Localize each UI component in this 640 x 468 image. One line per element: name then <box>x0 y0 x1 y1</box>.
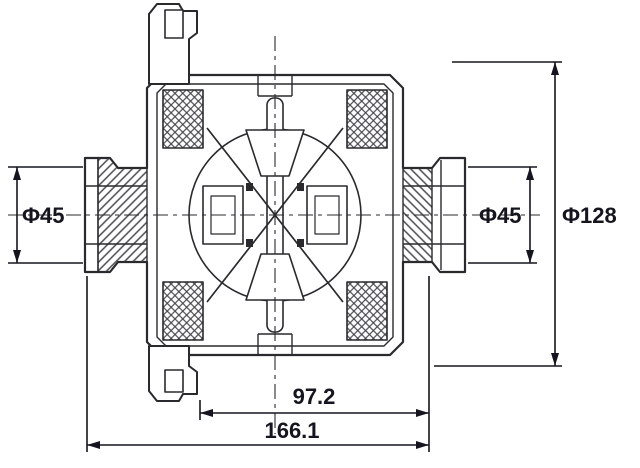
snap-ring-mark <box>297 183 304 191</box>
bearing-block <box>346 281 388 341</box>
dim-lines <box>199 276 430 452</box>
bottom-flange-hole <box>164 369 184 393</box>
snap-ring-mark <box>246 183 253 191</box>
dim-left-shaft-diameter <box>8 166 83 264</box>
dimension-labels: Φ45 Φ45 Φ128 97.2 166.1 <box>22 203 617 443</box>
bearing-block <box>162 281 204 341</box>
dim-lines <box>434 61 562 367</box>
arrowhead-left <box>87 441 100 449</box>
arrowhead-left <box>200 409 213 417</box>
dim-inner-length <box>199 276 430 452</box>
flange-bolt-hole <box>164 9 184 39</box>
dim-label-case-outer-diameter: Φ128 <box>562 203 617 228</box>
dim-lines <box>468 166 537 264</box>
dim-label-left-shaft-diameter: Φ45 <box>22 203 65 228</box>
bearing-blocks <box>162 89 388 341</box>
arrowhead-down <box>526 250 534 263</box>
dim-lines <box>86 276 429 452</box>
dim-case-outer-diameter <box>434 61 562 367</box>
dim-label-inner-length: 97.2 <box>293 384 336 409</box>
bearing-block <box>162 89 204 149</box>
snap-ring-mark <box>297 239 304 247</box>
dimensions <box>8 61 562 452</box>
arrowhead-up <box>13 167 21 180</box>
dim-label-overall-length: 166.1 <box>264 418 319 443</box>
arrowhead-down <box>13 250 21 263</box>
arrowhead-right <box>416 409 429 417</box>
snap-ring-marks <box>246 183 304 247</box>
dim-label-right-shaft-diameter: Φ45 <box>479 203 522 228</box>
axle-bore-lines <box>85 158 465 272</box>
arrowhead-up <box>526 167 534 180</box>
dim-overall-length <box>86 276 429 452</box>
snap-ring-mark <box>246 239 253 247</box>
arrowhead-down <box>551 353 559 366</box>
arrowhead-right <box>416 441 429 449</box>
dim-lines <box>8 166 83 264</box>
case-inner-wall <box>156 83 394 347</box>
arrowhead-up <box>551 62 559 75</box>
bearing-block <box>346 89 388 149</box>
dim-right-shaft-diameter <box>468 166 537 264</box>
centerlines <box>8 36 540 434</box>
ring-gear-flange <box>148 3 198 85</box>
